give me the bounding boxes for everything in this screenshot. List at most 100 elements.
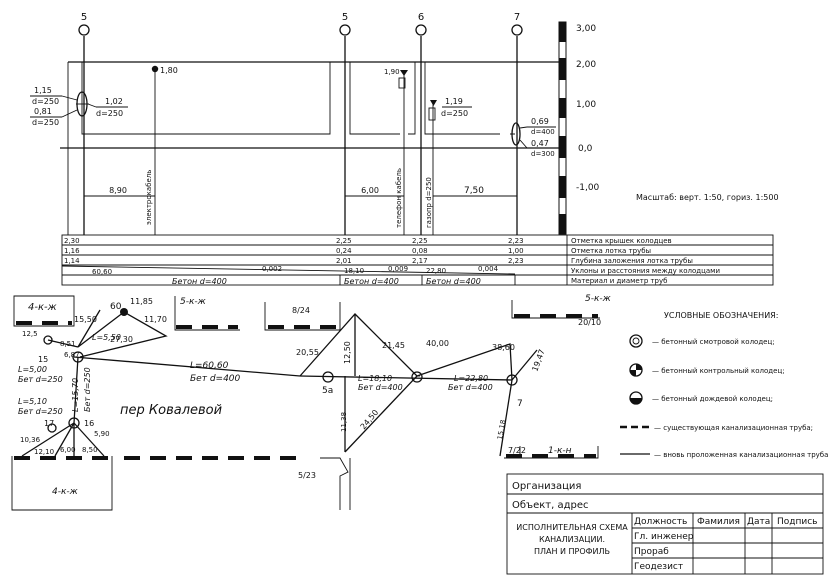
inspection-well <box>72 351 84 363</box>
svg-text:L=5,00: L=5,00 <box>18 365 47 374</box>
svg-text:12,5: 12,5 <box>22 330 38 338</box>
svg-text:8,50: 8,50 <box>82 446 98 454</box>
svg-text:7/22: 7/22 <box>508 446 526 455</box>
svg-text:Отметка лотка трубы: Отметка лотка трубы <box>571 247 651 255</box>
svg-text:0,69: 0,69 <box>531 117 549 126</box>
stamp-organization: Организация <box>512 481 581 492</box>
svg-text:1,00: 1,00 <box>508 247 524 255</box>
title-block: Организация Объект, адрес ИСПОЛНИТЕЛЬНАЯ… <box>506 473 824 575</box>
svg-text:10,36: 10,36 <box>20 436 41 444</box>
svg-text:15,50: 15,50 <box>74 315 97 324</box>
scale-tick: -1,00 <box>576 183 600 193</box>
svg-text:12,50: 12,50 <box>343 341 352 364</box>
svg-text:8,51: 8,51 <box>60 340 76 348</box>
svg-text:L=5,50: L=5,50 <box>92 333 121 342</box>
svg-text:— бетонный смотровой колодец;: — бетонный смотровой колодец; <box>652 338 775 346</box>
stamp-header: Дата <box>747 517 770 527</box>
svg-text:L=15,70: L=15,70 <box>71 378 80 412</box>
svg-text:11,85: 11,85 <box>130 297 153 306</box>
well-marker <box>339 24 351 36</box>
svg-text:2,23: 2,23 <box>508 237 524 245</box>
well6-d: d=250 <box>441 109 468 118</box>
svg-text:Глубина заложения лотка трубы: Глубина заложения лотка трубы <box>571 257 693 265</box>
svg-text:L=60,60: L=60,60 <box>190 361 229 371</box>
stamp-object: Объект, адрес <box>512 500 589 511</box>
svg-text:22,80: 22,80 <box>426 267 446 275</box>
svg-text:Бет d=250: Бет d=250 <box>18 375 63 384</box>
svg-text:21,45: 21,45 <box>382 341 405 350</box>
svg-text:1,15: 1,15 <box>34 86 52 95</box>
stamp-title-line: ПЛАН И ПРОФИЛЬ <box>534 547 610 556</box>
inspection-well <box>322 371 334 383</box>
profile-table: Отметка крышек колодцев Отметка лотка тр… <box>61 234 774 286</box>
inspection-well <box>506 374 518 386</box>
svg-text:d=400: d=400 <box>531 128 555 136</box>
inspection-well <box>411 371 423 383</box>
svg-text:11,38: 11,38 <box>340 412 348 432</box>
control-well <box>120 308 128 316</box>
svg-text:d=250: d=250 <box>32 97 59 106</box>
svg-text:d=250: d=250 <box>96 109 123 118</box>
svg-text:0,009: 0,009 <box>388 265 408 273</box>
svg-text:15: 15 <box>38 355 48 364</box>
svg-text:Бет d=250: Бет d=250 <box>83 367 92 412</box>
svg-text:20/10: 20/10 <box>578 318 601 327</box>
scale-tick: 1,00 <box>576 100 596 110</box>
building-outline <box>13 295 75 327</box>
svg-text:Бет d=400: Бет d=400 <box>358 383 403 392</box>
stamp-header: Подпись <box>777 517 817 527</box>
svg-text:2,25: 2,25 <box>336 237 352 245</box>
svg-text:20,55: 20,55 <box>296 348 319 357</box>
svg-text:5,90: 5,90 <box>94 430 110 438</box>
svg-text:Бетон d=400: Бетон d=400 <box>172 277 227 286</box>
svg-text:телефон кабель: телефон кабель <box>395 168 403 228</box>
inspection-well <box>43 335 53 345</box>
pole-icon <box>151 65 159 73</box>
well6-mark: 1,19 <box>445 97 463 106</box>
svg-text:60,60: 60,60 <box>92 268 112 276</box>
svg-text:1,02: 1,02 <box>105 97 123 106</box>
svg-text:4-к-ж: 4-к-ж <box>52 487 79 497</box>
svg-text:— бетонный дождевой колодец;: — бетонный дождевой колодец; <box>652 395 773 403</box>
svg-text:7: 7 <box>517 399 523 409</box>
svg-text:L=5,10: L=5,10 <box>18 397 47 406</box>
svg-text:L=18,10: L=18,10 <box>358 374 392 383</box>
stamp-title-line: ИСПОЛНИТЕЛЬНАЯ СХЕМА <box>516 523 628 532</box>
legend-title: УСЛОВНЫЕ ОБОЗНАЧЕНИЯ: <box>664 311 778 320</box>
rain-well <box>47 423 57 433</box>
svg-text:1,14: 1,14 <box>64 257 80 265</box>
svg-text:27,30: 27,30 <box>110 335 133 344</box>
svg-text:6,87: 6,87 <box>64 351 80 359</box>
street-name: пер Ковалевой <box>120 403 222 418</box>
svg-text:электрокабель: электрокабель <box>145 170 153 225</box>
svg-text:1,16: 1,16 <box>64 247 80 255</box>
svg-text:Бетон d=400: Бетон d=400 <box>344 277 399 286</box>
svg-text:24,50: 24,50 <box>359 408 381 431</box>
svg-text:Бет d=250: Бет d=250 <box>18 407 63 416</box>
stamp-role: Геодезист <box>634 562 683 572</box>
svg-text:17: 17 <box>44 419 54 428</box>
inspection-well <box>68 417 80 429</box>
svg-text:— существующая канализационная: — существующая канализационная труба; <box>654 424 813 432</box>
svg-text:2,25: 2,25 <box>412 237 428 245</box>
svg-text:d=300: d=300 <box>531 150 555 158</box>
svg-text:8,90: 8,90 <box>109 186 127 195</box>
pole-mark: 1,80 <box>160 66 178 75</box>
svg-text:2,23: 2,23 <box>508 257 524 265</box>
svg-text:5/23: 5/23 <box>298 471 316 480</box>
svg-text:19,47: 19,47 <box>530 348 546 373</box>
stamp-header: Должность <box>634 517 687 527</box>
svg-text:5а: 5а <box>322 386 333 396</box>
plan-section: 4-к-ж 5-к-ж 8/24 5-к-ж 20/10 7/22 1-к-н … <box>11 294 612 511</box>
well5b-mark: 1,90 <box>384 68 400 76</box>
svg-text:газопр d=250: газопр d=250 <box>425 177 433 228</box>
svg-text:— бетонный контрольный колодец: — бетонный контрольный колодец; <box>652 367 785 375</box>
svg-text:2,30: 2,30 <box>64 237 80 245</box>
svg-text:1-к-н: 1-к-н <box>548 446 572 456</box>
stamp-header: Фамилия <box>697 517 740 527</box>
svg-text:16: 16 <box>84 419 94 428</box>
svg-text:0,24: 0,24 <box>336 247 352 255</box>
stamp-title-line: КАНАЛИЗАЦИИ. <box>539 535 605 544</box>
scale-tick: 3,00 <box>576 24 596 34</box>
